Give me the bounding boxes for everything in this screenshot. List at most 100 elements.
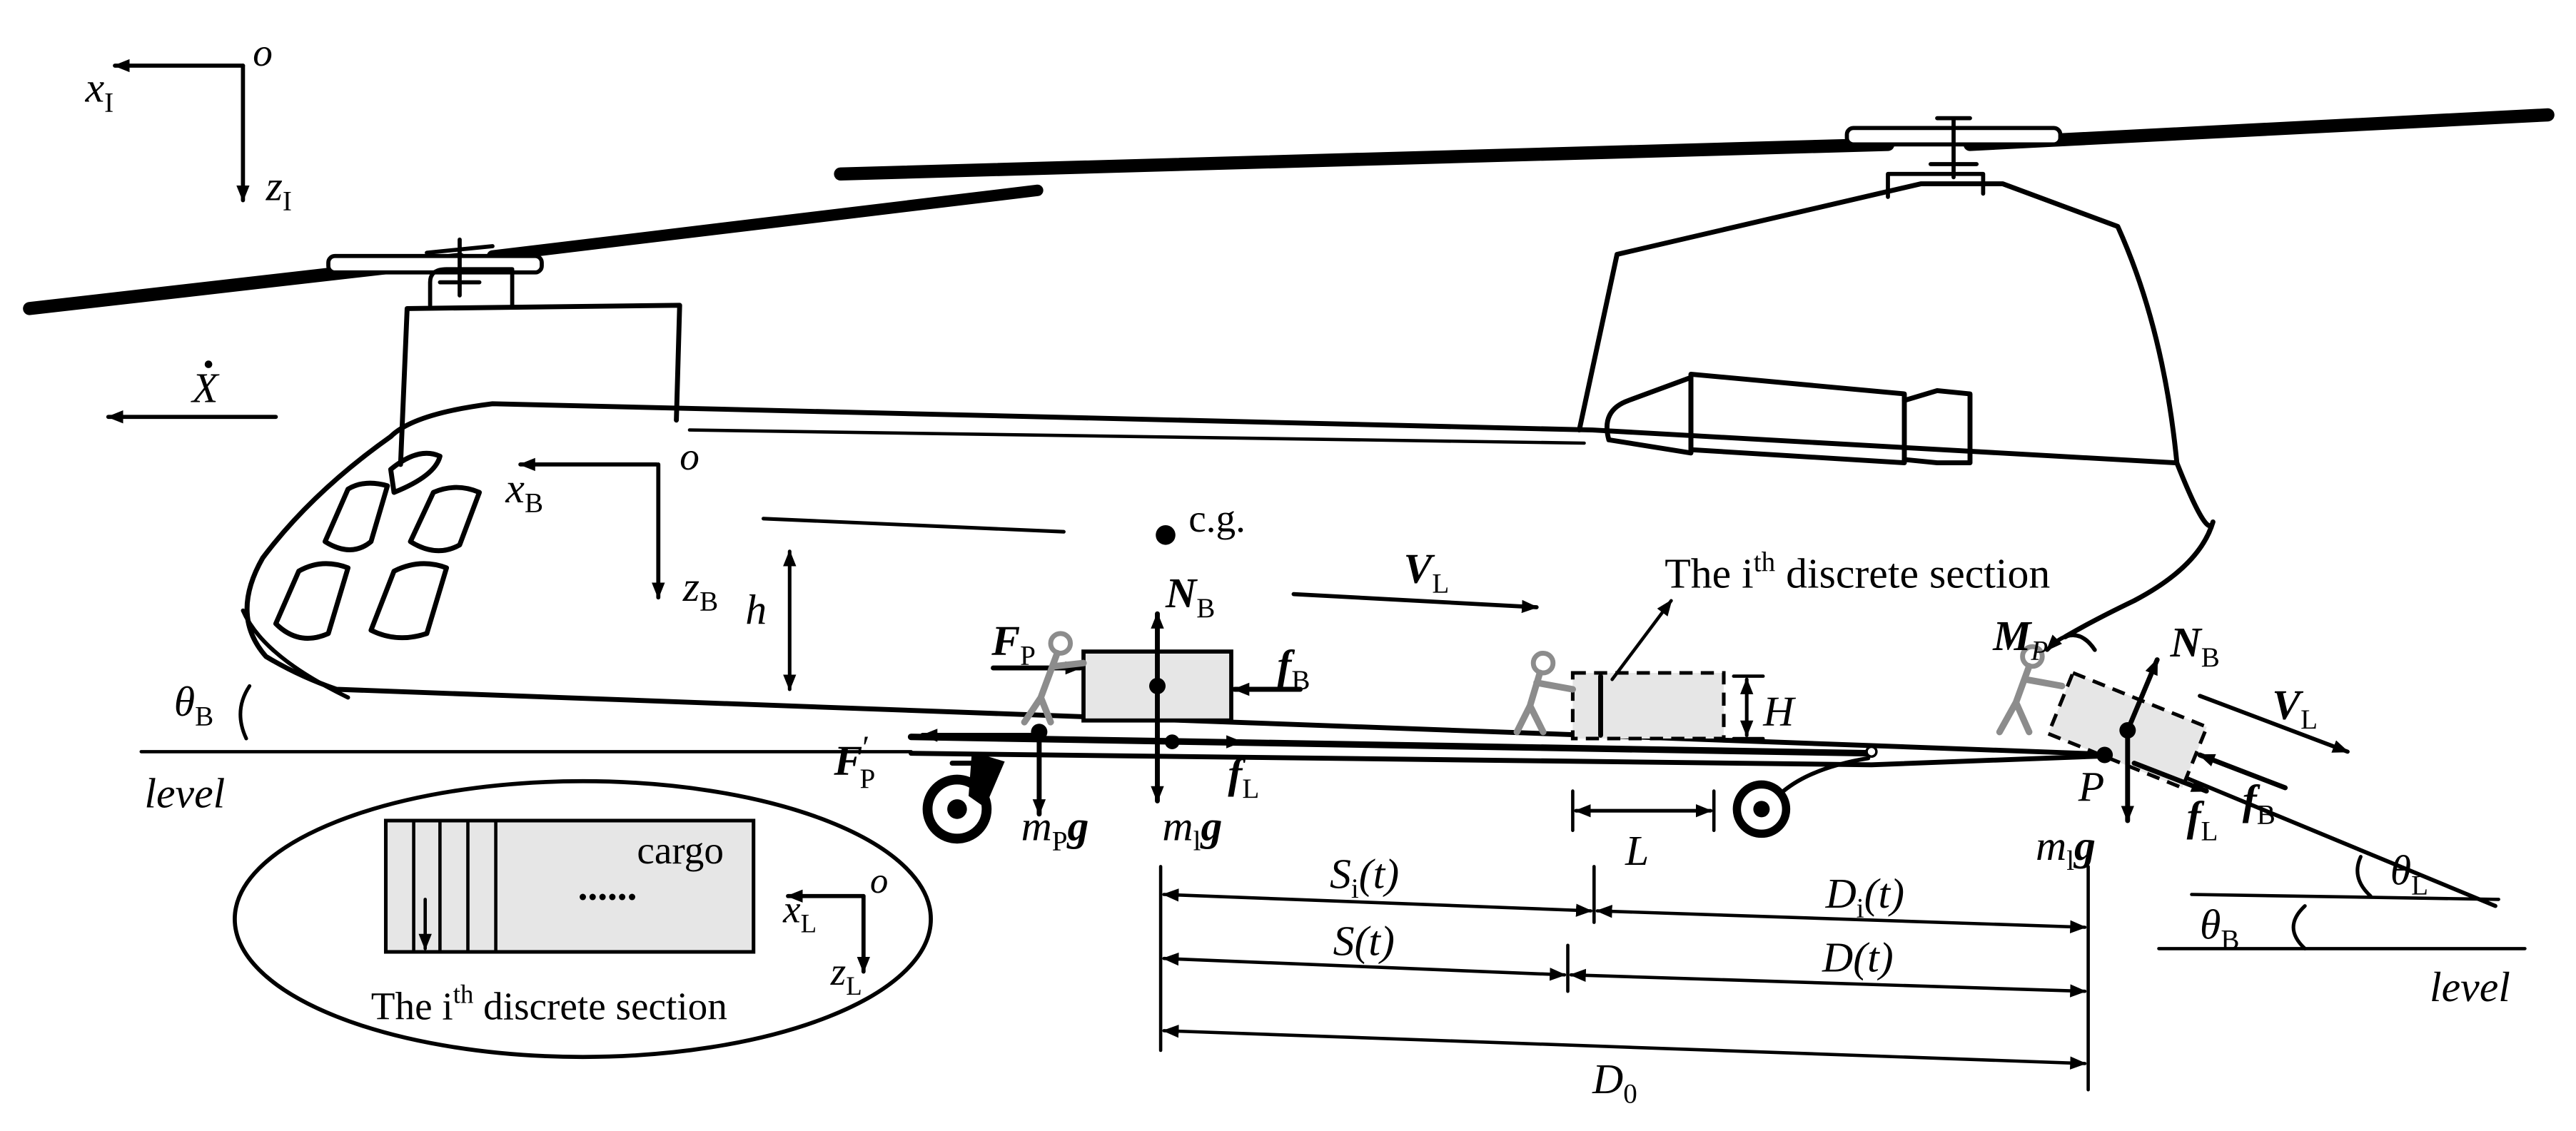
body-z-sub: B: [699, 587, 718, 617]
section-label-prefix: The i: [1665, 549, 1754, 597]
theta-b-sub: B: [195, 701, 213, 732]
svg-text:NB: NB: [2170, 619, 2220, 673]
svg-text:zB: zB: [682, 563, 718, 617]
ramp-mlg-sub: l: [2066, 846, 2074, 876]
svg-text:fB: fB: [1277, 641, 1310, 696]
si-arg: (t): [1359, 850, 1399, 897]
level-lines: [139, 750, 2527, 950]
level-label-left: level: [144, 770, 225, 817]
svg-text:zI: zI: [266, 163, 292, 217]
person-ramp: [1996, 644, 2066, 736]
svg-text:fL: fL: [2187, 793, 2218, 847]
load-z-sub: L: [846, 971, 862, 1000]
inset-cargo-detail: [233, 778, 933, 1060]
force-fp-prime-mark: ′: [862, 729, 869, 766]
theta-l-symbol: θ: [2390, 847, 2411, 894]
section-label-suffix: discrete section: [1775, 549, 2050, 597]
inset-cargo-label: cargo: [637, 828, 724, 872]
front-rotor: [23, 184, 1044, 315]
svg-text:mPg: mPg: [1021, 803, 1089, 857]
force-mpg-g: g: [1066, 803, 1089, 850]
svg-text:fB: fB: [2243, 776, 2276, 831]
svg-text:xB: xB: [505, 465, 543, 519]
ramp-hinge-point: [2096, 746, 2113, 764]
cg-reference-line: [761, 517, 1066, 534]
ramp-fl-sub: L: [2201, 816, 2218, 847]
theta-b-arc-right: [2291, 904, 2307, 950]
force-mpg-m: m: [1021, 803, 1052, 850]
body-frame: [518, 457, 665, 600]
moment-mp-sub: P: [2030, 636, 2048, 666]
inset-section-suffix: discrete section: [473, 984, 727, 1028]
svg-text:VL: VL: [1404, 545, 1450, 599]
force-fp-prime-symbol: F: [833, 737, 862, 784]
svg-text:Di(t): Di(t): [1825, 870, 1905, 924]
theta-l-arc: [2355, 855, 2373, 898]
svg-text:θB: θB: [174, 678, 213, 732]
load-origin: o: [870, 861, 888, 901]
svg-text:NB: NB: [1165, 569, 1215, 624]
theta-b-symbol: θ: [174, 678, 195, 725]
svg-text:xL: xL: [782, 888, 817, 938]
d-arg: (t): [1853, 934, 1893, 981]
length-l-label: L: [1625, 827, 1649, 874]
svg-text:xI: xI: [85, 64, 114, 118]
svg-text:mlg: mlg: [1162, 803, 1222, 857]
si-sub: i: [1351, 873, 1359, 904]
force-mlg-m: m: [1162, 803, 1193, 850]
cg-dot: [1156, 525, 1176, 545]
force-nb-symbol: N: [1165, 569, 1198, 617]
theta-b-arc: [238, 684, 252, 741]
level-label-right: level: [2430, 963, 2510, 1010]
load-z-label: z: [830, 950, 846, 993]
theta-b-right-sub: B: [2221, 924, 2239, 955]
body-x-label: x: [505, 465, 525, 512]
ramp-nb-symbol: N: [2170, 619, 2203, 666]
inertial-z-sub: I: [283, 186, 292, 216]
inertial-origin: o: [253, 31, 273, 74]
length-l-ticks: [1571, 789, 1716, 833]
rear-landing-gear: [1732, 780, 1791, 838]
s-arg: (t): [1355, 918, 1395, 965]
section-label-sup: th: [1754, 547, 1776, 577]
front-landing-gear: [922, 751, 1005, 844]
di-sub: i: [1857, 893, 1864, 924]
s-dim-arrow: [1162, 952, 1567, 981]
ramp-vl-symbol: V: [2272, 681, 2303, 728]
height-h-label: h: [745, 586, 767, 633]
d0-dim-arrow: [1162, 1024, 2087, 1070]
load-velocity-arrow: [1291, 592, 1539, 614]
body-x-sub: B: [525, 488, 543, 519]
cargo-box-middle: [1570, 671, 1726, 741]
box-height-label: H: [1762, 688, 1796, 735]
svg-text:θB: θB: [2200, 901, 2239, 955]
body-origin: o: [680, 435, 699, 478]
floor-contact-point: [1164, 734, 1180, 749]
ramp-fl-arrow: [2131, 761, 2209, 794]
ramp-mlg-m: m: [2036, 822, 2066, 869]
force-nb-sub: B: [1196, 593, 1215, 624]
moment-mp-symbol: M: [1992, 612, 2032, 659]
inertial-z-label: z: [266, 163, 283, 210]
di-dim-arrow: [1595, 905, 2087, 933]
svg-text:θL: θL: [2390, 847, 2428, 901]
svg-text:The ith discrete section: The ith discrete section: [1665, 547, 2050, 597]
inset-section-prefix: The i: [371, 984, 453, 1028]
force-fp-sub: P: [1020, 640, 1036, 671]
svg-text:mlg: mlg: [2036, 822, 2096, 876]
person-front: [1021, 631, 1087, 726]
force-fl-sub: L: [1242, 774, 1259, 804]
rear-rotor: [834, 108, 2555, 181]
person-middle: [1513, 650, 1576, 736]
load-velocity-symbol: V: [1404, 545, 1435, 592]
d-dim-arrow: [1569, 968, 2087, 998]
theta-b-right-symbol: θ: [2200, 901, 2221, 948]
force-fb-sub: B: [1291, 665, 1310, 696]
ramp-hinge-label: P: [2078, 763, 2105, 810]
moment-mp-arc: [2045, 633, 2097, 652]
inset-section-sup: th: [453, 979, 474, 1008]
svg-text:VL: VL: [2272, 681, 2318, 735]
body-z-label: z: [682, 563, 699, 610]
load-x-sub: L: [801, 908, 817, 938]
ramp-fb-sub: B: [2257, 800, 2276, 831]
